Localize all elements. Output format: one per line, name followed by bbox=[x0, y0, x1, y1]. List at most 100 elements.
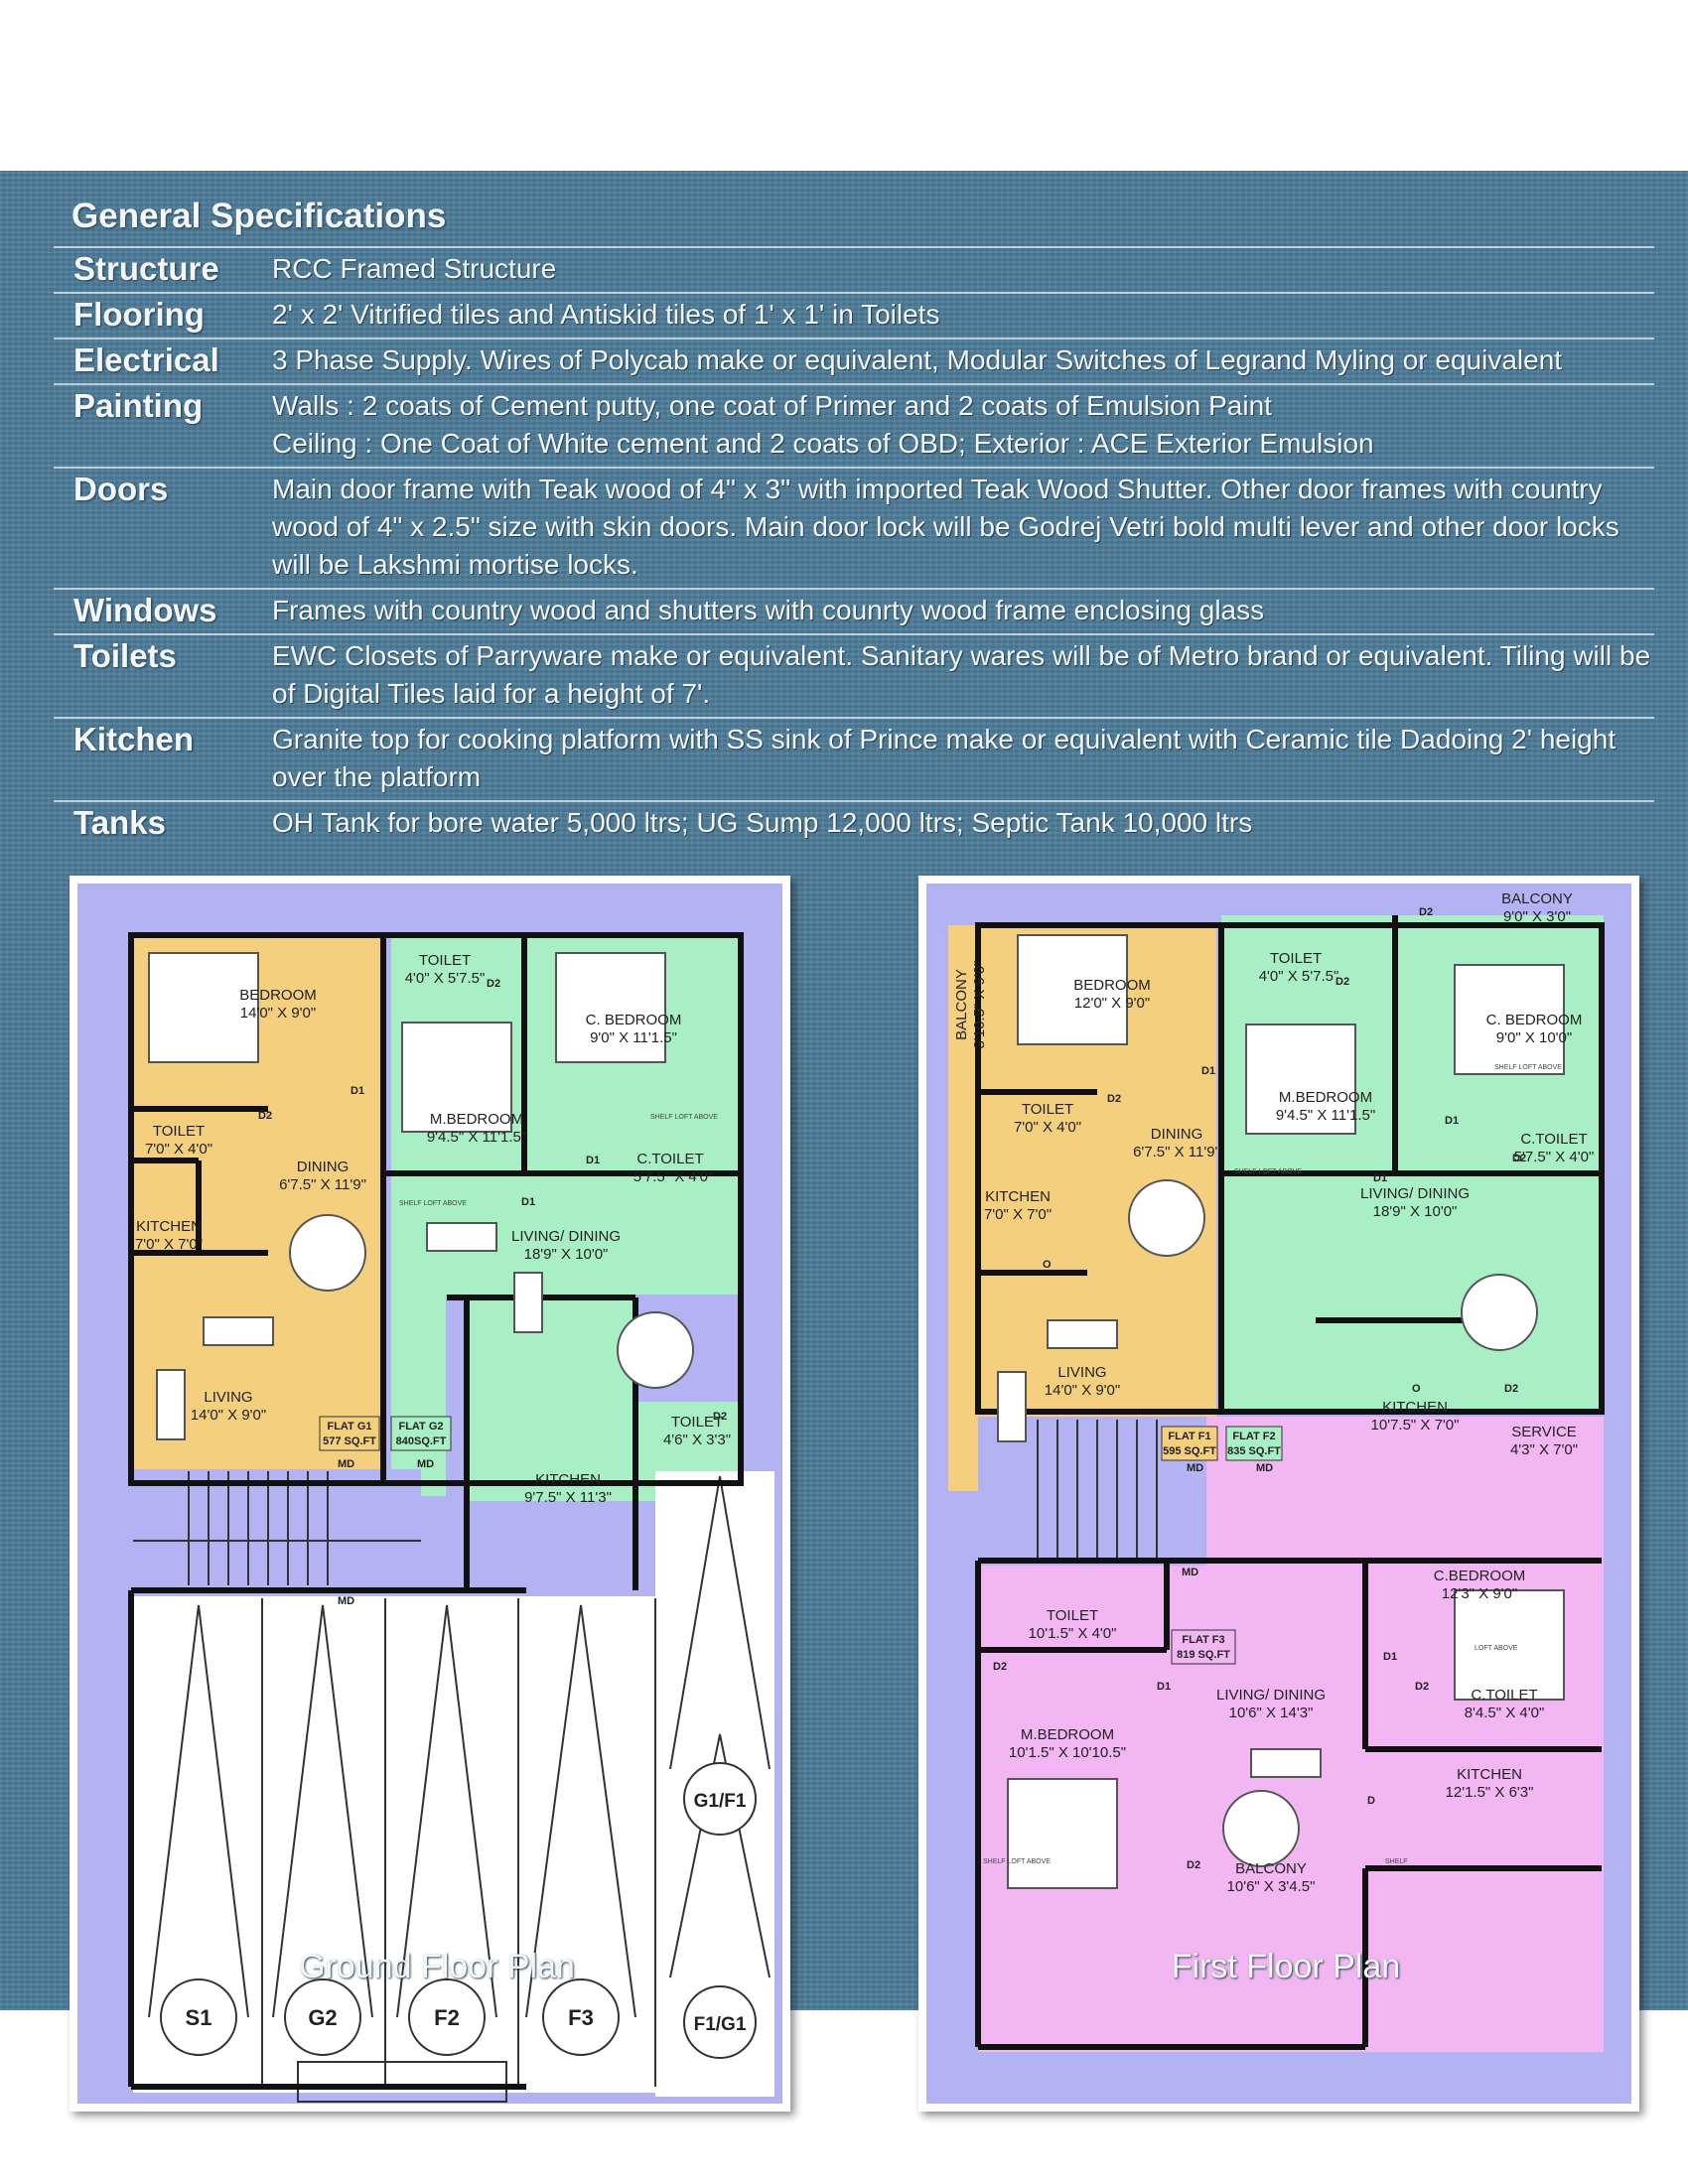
bed-icon bbox=[1007, 1778, 1118, 1889]
room-name: TOILET bbox=[1047, 1607, 1098, 1624]
room-size: 10'1.5" X 10'10.5" bbox=[1009, 1744, 1126, 1761]
spec-label: Electrical bbox=[73, 341, 219, 378]
room-name: TOILET bbox=[1022, 1101, 1073, 1118]
door-tag: D1 bbox=[1157, 1681, 1171, 1693]
door-tag: D2 bbox=[1419, 906, 1433, 918]
spec-label: Toilets bbox=[73, 637, 177, 674]
spec-value-line: OH Tank for bore water 5,000 ltrs; UG Su… bbox=[272, 807, 1253, 838]
door-tag: D2 bbox=[1512, 1153, 1526, 1164]
room-size: 5'7.5" X 4'0" bbox=[1514, 1149, 1595, 1165]
room-size: 4'0" X 5'7.5" bbox=[1259, 968, 1339, 985]
spec-value-line: RCC Framed Structure bbox=[272, 253, 557, 284]
spec-row: Kitchen Granite top for cooking platform … bbox=[54, 717, 1654, 800]
flat-g2-area-lower bbox=[391, 1293, 446, 1496]
flat-tags: FLAT G1 577 SQ.FT FLAT G2 840SQ.FT bbox=[319, 1416, 452, 1451]
sofa-icon bbox=[203, 1316, 274, 1346]
door-tag: MD bbox=[1182, 1567, 1198, 1578]
room-name: BALCONY bbox=[953, 969, 970, 1040]
parking-label: S1 bbox=[186, 2005, 212, 2030]
walls bbox=[128, 932, 744, 2090]
spec-label: Windows bbox=[73, 592, 217, 628]
sofa-icon bbox=[156, 1369, 186, 1440]
door-tag: D2 bbox=[258, 1110, 272, 1122]
spec-value: EWC Closets of Parryware make or equival… bbox=[272, 635, 1654, 717]
room-size: 10'6" X 14'3" bbox=[1229, 1705, 1314, 1721]
room-size: 12'3" X 9'0" bbox=[1442, 1585, 1517, 1602]
loft-note: LOFT ABOVE bbox=[1475, 1645, 1518, 1652]
spec-value-line: Ceiling : One Coat of White cement and 2… bbox=[272, 428, 1374, 459]
room-size: 10'1.5" X 4'0" bbox=[1029, 1625, 1117, 1642]
room-size: 4'0" X 5'7.5" bbox=[405, 970, 486, 987]
spec-row: Flooring 2' x 2' Vitrified tiles and Anti… bbox=[54, 292, 1654, 338]
room-size: 12'1.5" X 6'3" bbox=[1446, 1784, 1534, 1801]
spec-row: Electrical 3 Phase Supply. Wires of Polyc… bbox=[54, 338, 1654, 383]
room-size: 18'9" X 10'0" bbox=[524, 1246, 609, 1263]
room-size: 9'0" X 11'1.5" bbox=[590, 1029, 677, 1046]
door-tag: MD bbox=[417, 1458, 434, 1470]
spec-value: 2' x 2' Vitrified tiles and Antiskid til… bbox=[272, 294, 1654, 338]
furniture bbox=[148, 952, 694, 1440]
door-tag: D1 bbox=[1445, 1115, 1459, 1127]
room-name: M.BEDROOM bbox=[1279, 1089, 1372, 1106]
bed-icon bbox=[555, 952, 666, 1063]
parking-label: F3 bbox=[568, 2005, 594, 2030]
room-name: C. BEDROOM bbox=[586, 1012, 682, 1028]
room-name: KITCHEN bbox=[535, 1471, 601, 1488]
spec-value-line: Granite top for cooking platform with SS… bbox=[272, 724, 1617, 792]
parking-label: G1/F1 bbox=[694, 1791, 747, 1812]
room-size: 10'7.5" X 7'0" bbox=[1371, 1417, 1460, 1433]
door-tag: D1 bbox=[351, 1085, 364, 1097]
dining-table-icon bbox=[1222, 1790, 1300, 1867]
spec-value: Granite top for cooking platform with SS… bbox=[272, 719, 1654, 800]
room-name: TOILET bbox=[1270, 950, 1322, 967]
spec-row: Toilets EWC Closets of Parryware make or… bbox=[54, 633, 1654, 717]
door-tag: D2 bbox=[487, 978, 500, 990]
flat-area: 835 SQ.FT bbox=[1227, 1445, 1281, 1457]
room-name: KITCHEN bbox=[1382, 1399, 1448, 1416]
room-name: C.TOILET bbox=[1471, 1687, 1537, 1704]
flat-tags: FLAT F1 595 SQ.FT FLAT F2 835 SQ.FT FLAT… bbox=[1161, 1426, 1283, 1665]
room-size: 3'10.5" X 9'0" bbox=[971, 961, 988, 1049]
room-name: KITCHEN bbox=[136, 1218, 202, 1235]
room-name: TOILET bbox=[153, 1123, 205, 1140]
dining-table-icon bbox=[1128, 1179, 1205, 1257]
room-size: 9'4.5" X 11'1.5" bbox=[1276, 1107, 1375, 1124]
ground-floor-caption: Ground Floor Plan bbox=[299, 1948, 575, 1985]
room-name: M.BEDROOM bbox=[430, 1111, 523, 1128]
door-tag: D1 bbox=[1383, 1651, 1397, 1663]
room-name: BALCONY bbox=[1235, 1860, 1307, 1877]
room-size: 6'7.5" X 11'9" bbox=[1133, 1144, 1220, 1160]
toilet-c-area bbox=[647, 1402, 739, 1471]
room-size: 14'0" X 9'0" bbox=[191, 1407, 266, 1424]
bed-icon bbox=[1017, 934, 1128, 1045]
flat-area: 840SQ.FT bbox=[396, 1435, 447, 1447]
flat-area: 819 SQ.FT bbox=[1177, 1649, 1230, 1661]
door-tag: MD bbox=[338, 1458, 354, 1470]
room-name: KITCHEN bbox=[1457, 1766, 1522, 1783]
door-tag: D1 bbox=[521, 1196, 535, 1208]
spec-label: Flooring bbox=[73, 296, 205, 333]
door-tag: D1 bbox=[1373, 1172, 1387, 1184]
room-name: BEDROOM bbox=[239, 987, 317, 1004]
spec-label: Kitchen bbox=[73, 721, 195, 757]
spec-value: 3 Phase Supply. Wires of Polycab make or… bbox=[272, 340, 1654, 383]
sofa-icon bbox=[513, 1272, 543, 1333]
spec-label: Doors bbox=[73, 471, 169, 507]
room-size: 9'7.5" X 11'3" bbox=[524, 1489, 612, 1506]
spec-label: Structure bbox=[73, 250, 219, 287]
door-tag: D2 bbox=[1504, 1383, 1518, 1395]
dining-table-icon bbox=[617, 1311, 694, 1389]
bed-icon bbox=[1454, 1589, 1565, 1701]
loft-note: SHELF LOFT ABOVE bbox=[650, 1114, 718, 1121]
loft-notes: SHELF LOFT ABOVE SHELF LOFT ABOVE SHELF … bbox=[983, 1064, 1562, 1865]
first-floor-plan: BALCONY 9'0" X 3'0" BEDROOM 12'0" X 9'0"… bbox=[918, 876, 1639, 2112]
room-name: KITCHEN bbox=[985, 1188, 1051, 1205]
room-name: C.TOILET bbox=[1520, 1131, 1587, 1148]
room-name: LIVING/ DINING bbox=[1216, 1687, 1326, 1704]
first-floor-drawing: BALCONY 9'0" X 3'0" BEDROOM 12'0" X 9'0"… bbox=[926, 884, 1631, 2104]
door-tag: D1 bbox=[586, 1155, 600, 1166]
